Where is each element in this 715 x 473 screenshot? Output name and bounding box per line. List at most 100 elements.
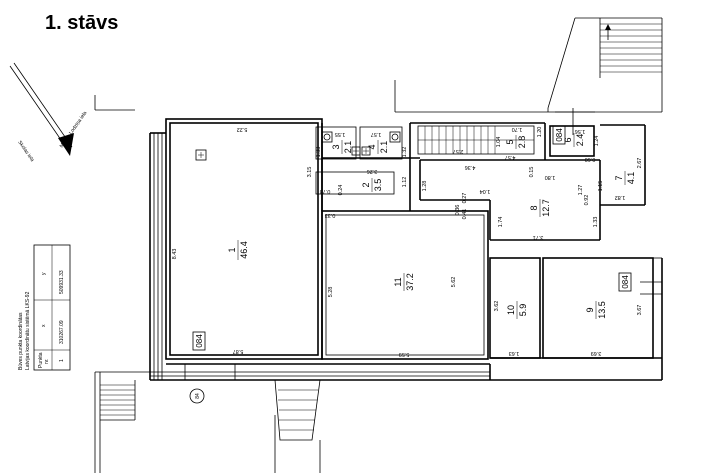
room-label-7: 7 4.1: [614, 171, 636, 185]
room-label-10: 10 5.9: [506, 301, 528, 319]
dim-115: 1.15: [598, 181, 604, 192]
page-title: 1. stāvs: [45, 12, 119, 34]
room-label-1: 1 46.4: [227, 240, 249, 260]
dim-170: 1.70: [512, 126, 523, 132]
coordinate-table: Būves punkta koordinātas Latvijas koordi…: [18, 244, 71, 371]
room-label-3: 3 2.1: [331, 140, 353, 154]
room-8-number: 8: [529, 205, 539, 210]
dim-033: 0.33: [325, 212, 336, 218]
dim-015: 0.15: [529, 167, 535, 178]
coord-col-punkta: Punkta: [38, 352, 44, 368]
dim-036: 0.36: [455, 205, 461, 216]
room-6-number: 6: [563, 137, 573, 142]
room-3-number: 3: [331, 144, 341, 149]
stairs-bottom: [94, 371, 321, 473]
dim-367: 3.67: [637, 305, 643, 316]
dim-369: 3.69: [591, 350, 602, 356]
code-tag-left-text: 084: [195, 334, 204, 348]
dim-315: 3.15: [307, 167, 313, 178]
dim-257: 2.57: [453, 148, 464, 154]
dim-528: 5.28: [328, 287, 334, 298]
room-4-area: 2.1: [379, 141, 389, 154]
coord-heading-2: Latvijas koordinātu sistēmā LKS-92: [25, 291, 31, 370]
room-1-area: 46.4: [239, 241, 249, 259]
room-2-area: 3.5: [373, 179, 383, 192]
dim-163: 1.63: [509, 350, 520, 356]
room-7-number: 7: [614, 175, 624, 180]
fixtures: [195, 108, 662, 295]
dim-041: 0.41: [462, 209, 468, 220]
room-label-2: 2 3.5: [361, 178, 383, 192]
room-8-area: 12.7: [541, 199, 551, 217]
street-markers: Skolas iela Matīsa Lodziņa iela: [9, 62, 88, 163]
dim-522: 5.22: [237, 126, 248, 132]
dim-362: 3.62: [494, 301, 500, 312]
dim-073: 0.73: [320, 188, 331, 194]
code-tag-left: 084: [192, 331, 206, 351]
dim-156: 1.56: [575, 128, 586, 134]
stairs-top-right: [94, 17, 663, 113]
room-label-6: 6 2.4: [563, 133, 585, 147]
dim-060: 0.60: [585, 156, 596, 162]
dim-587: 5.87: [233, 348, 244, 354]
coord-col-x: x: [41, 324, 47, 327]
dim-180: 1.80: [545, 174, 556, 180]
circle-tag: 84: [189, 388, 205, 404]
coord-row-x: 310267.09: [59, 320, 65, 344]
room-4-number: 4: [367, 144, 377, 149]
room-label-11: 11 37.2: [393, 273, 415, 291]
room-9-number: 9: [585, 307, 595, 312]
dim-457: 4.57: [505, 154, 516, 160]
dimensions: 5.22 8.43 5.87 5.59 5.28 5.62 1.55 1.57 …: [172, 126, 643, 357]
room-2-number: 2: [361, 182, 371, 187]
coord-heading-1: Būves punkta koordinātas: [18, 312, 24, 370]
dim-132: 1.32: [402, 147, 408, 158]
code-tag-mid: 084: [552, 125, 566, 145]
coord-col-y: y: [41, 272, 47, 275]
room-6-area: 2.4: [575, 134, 585, 147]
dim-559: 5.59: [399, 351, 410, 357]
room-10-area: 5.9: [518, 304, 528, 317]
dim-371: 3.71: [533, 234, 544, 240]
room-10-number: 10: [506, 305, 516, 315]
dim-182: 1.82: [615, 194, 626, 200]
street-label-left: Skolas iela: [16, 140, 35, 163]
dim-024: 0.24: [338, 185, 344, 196]
dim-843: 8.43: [172, 249, 178, 260]
dim-267: 2.67: [637, 158, 643, 169]
code-tag-right-text: 084: [621, 275, 630, 289]
coord-row-y: 509931.33: [59, 270, 65, 294]
dim-124: 1.24: [594, 136, 600, 147]
room-7-area: 4.1: [626, 172, 636, 185]
code-tag-right: 084: [618, 272, 632, 292]
code-tag-mid-text: 084: [555, 128, 564, 142]
dim-104b: 1.04: [480, 188, 491, 194]
room-label-8: 8 12.7: [529, 199, 551, 217]
dim-133: 1.33: [316, 147, 322, 158]
room-label-5: 5 2.8: [505, 135, 527, 149]
coord-col-nr: nr.: [44, 358, 50, 364]
dim-436: 4.36: [465, 164, 476, 170]
dim-092: 0.92: [584, 195, 590, 206]
room-11-area: 37.2: [405, 273, 415, 291]
outer-walls: [149, 118, 663, 381]
dim-112: 1.12: [402, 177, 408, 188]
dim-155: 1.55: [335, 131, 346, 137]
room-5-number: 5: [505, 139, 515, 144]
dim-120: 1.20: [537, 127, 543, 138]
dim-326: 3.26: [367, 168, 378, 174]
dim-104: 1.04: [496, 137, 502, 148]
dim-174: 1.74: [498, 217, 504, 228]
dim-562: 5.62: [451, 277, 457, 288]
circle-tag-text: 84: [195, 393, 201, 399]
room-label-4: 4 2.1: [367, 140, 389, 154]
room-1-number: 1: [227, 247, 237, 252]
room-9-area: 13.5: [597, 301, 607, 319]
dim-127: 1.27: [578, 185, 584, 196]
coord-row-nr: 1: [59, 359, 65, 362]
dim-133b: 1.33: [593, 217, 599, 228]
room-3-area: 2.1: [343, 141, 353, 154]
room-5-area: 2.8: [517, 136, 527, 149]
dim-027: 0.27: [462, 193, 468, 204]
